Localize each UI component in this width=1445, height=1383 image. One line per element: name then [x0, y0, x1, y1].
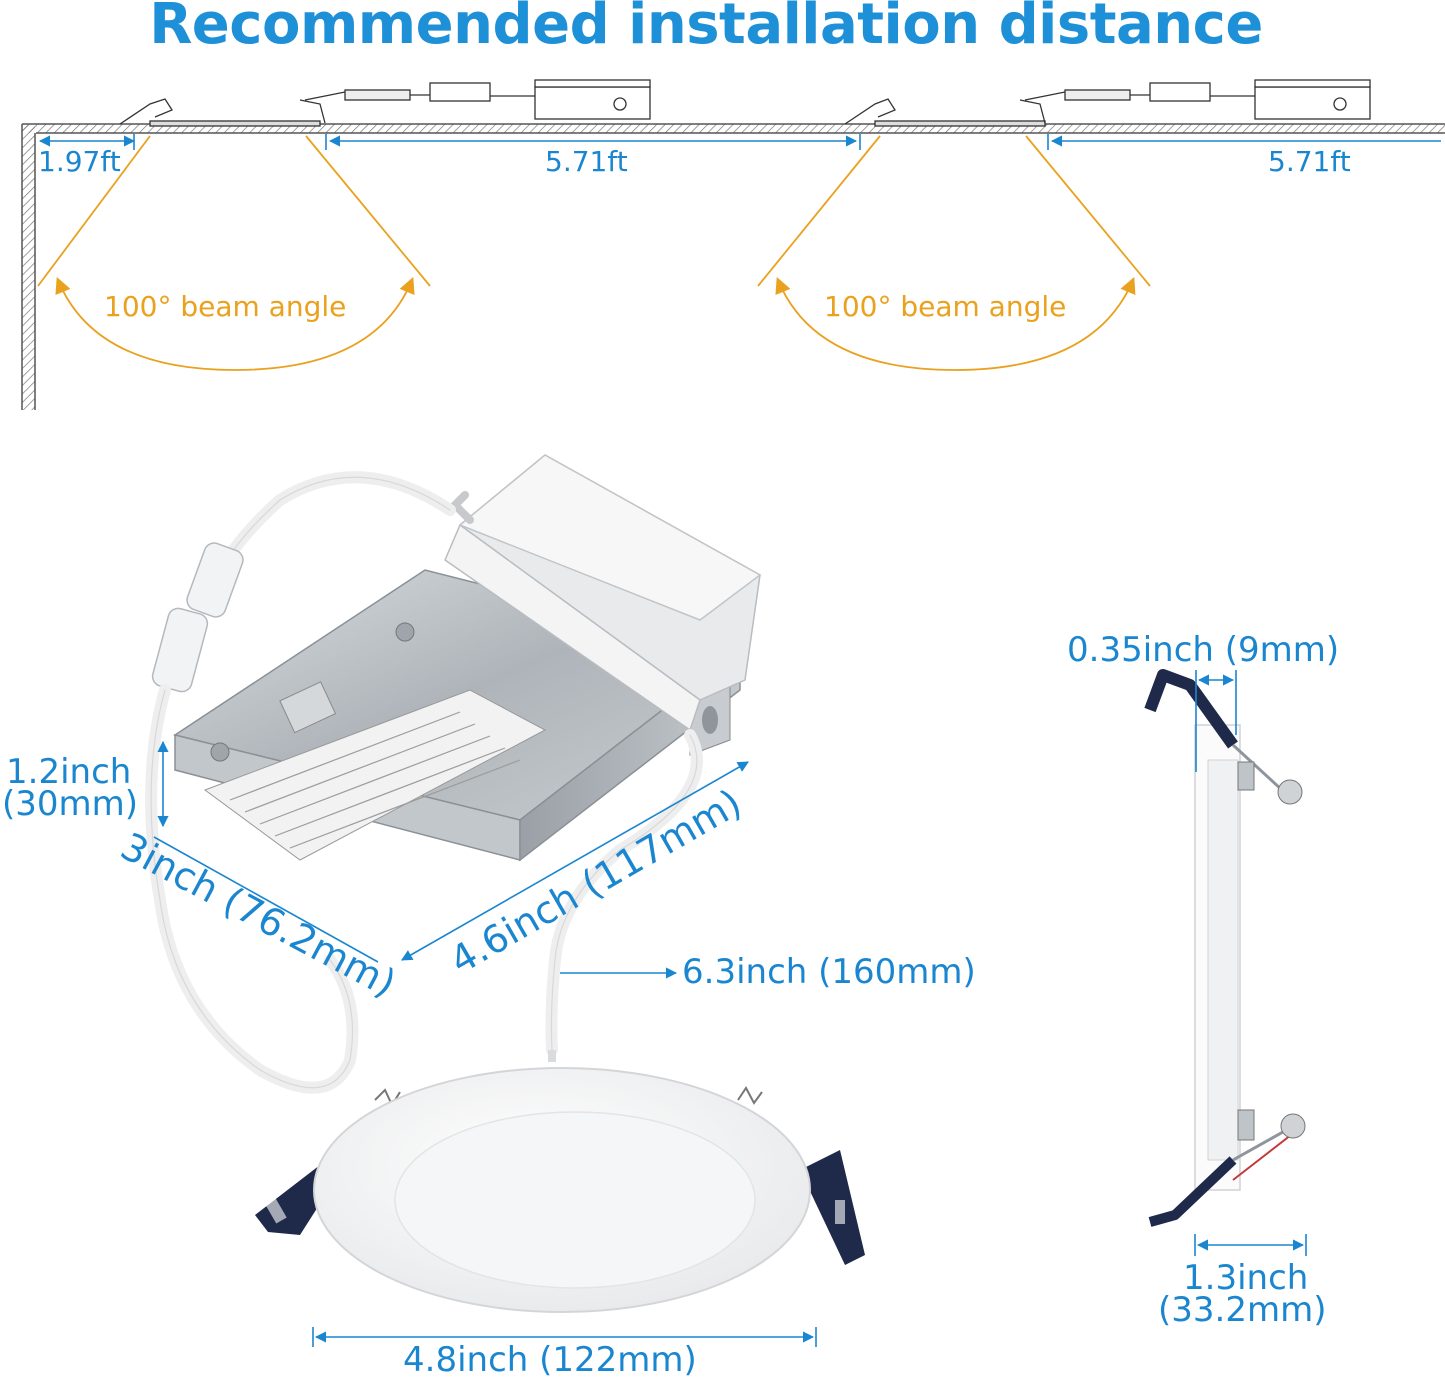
- side-view-dimension-arrows: [1194, 670, 1307, 1256]
- beam-angle-label-2: 100° beam angle: [824, 290, 1067, 323]
- depth-mm-label: (33.2mm): [1158, 1290, 1327, 1330]
- ceiling-section: [21, 123, 1445, 410]
- ceiling-fixture-1: [119, 79, 651, 127]
- junction-box-label: [203, 689, 547, 861]
- thickness-label: 0.35inch (9mm): [1067, 630, 1340, 670]
- ceiling-hatch: [22, 124, 1445, 133]
- beam-cone-2: [757, 135, 1151, 371]
- cable-length-label: 6.3inch (160mm): [682, 952, 976, 992]
- height-inch-label: 1.2inch: [6, 752, 132, 792]
- beam-cone-1: [37, 135, 431, 371]
- spacing-label-1: 5.71ft: [545, 145, 628, 178]
- driver-box: [444, 454, 762, 732]
- distance-arrows: [38, 134, 1441, 150]
- panel-side-view: [1144, 669, 1306, 1227]
- height-mm-label: (30mm): [2, 784, 139, 824]
- product-dimension-arrows: [153, 740, 817, 1347]
- ceiling-fixture-2: [844, 79, 1371, 127]
- beam-angle-label-1: 100° beam angle: [104, 290, 347, 323]
- wall-hatch: [22, 124, 35, 410]
- depth-inch-label: 1.3inch: [1183, 1258, 1309, 1298]
- spacing-label-2: 5.71ft: [1268, 145, 1351, 178]
- panel-light: [255, 1050, 865, 1313]
- diameter-label: 4.8inch (122mm): [403, 1340, 697, 1380]
- wall-offset-label: 1.97ft: [38, 145, 121, 178]
- length-arrow: [401, 761, 749, 961]
- page-title: Recommended installation distance: [149, 0, 1263, 57]
